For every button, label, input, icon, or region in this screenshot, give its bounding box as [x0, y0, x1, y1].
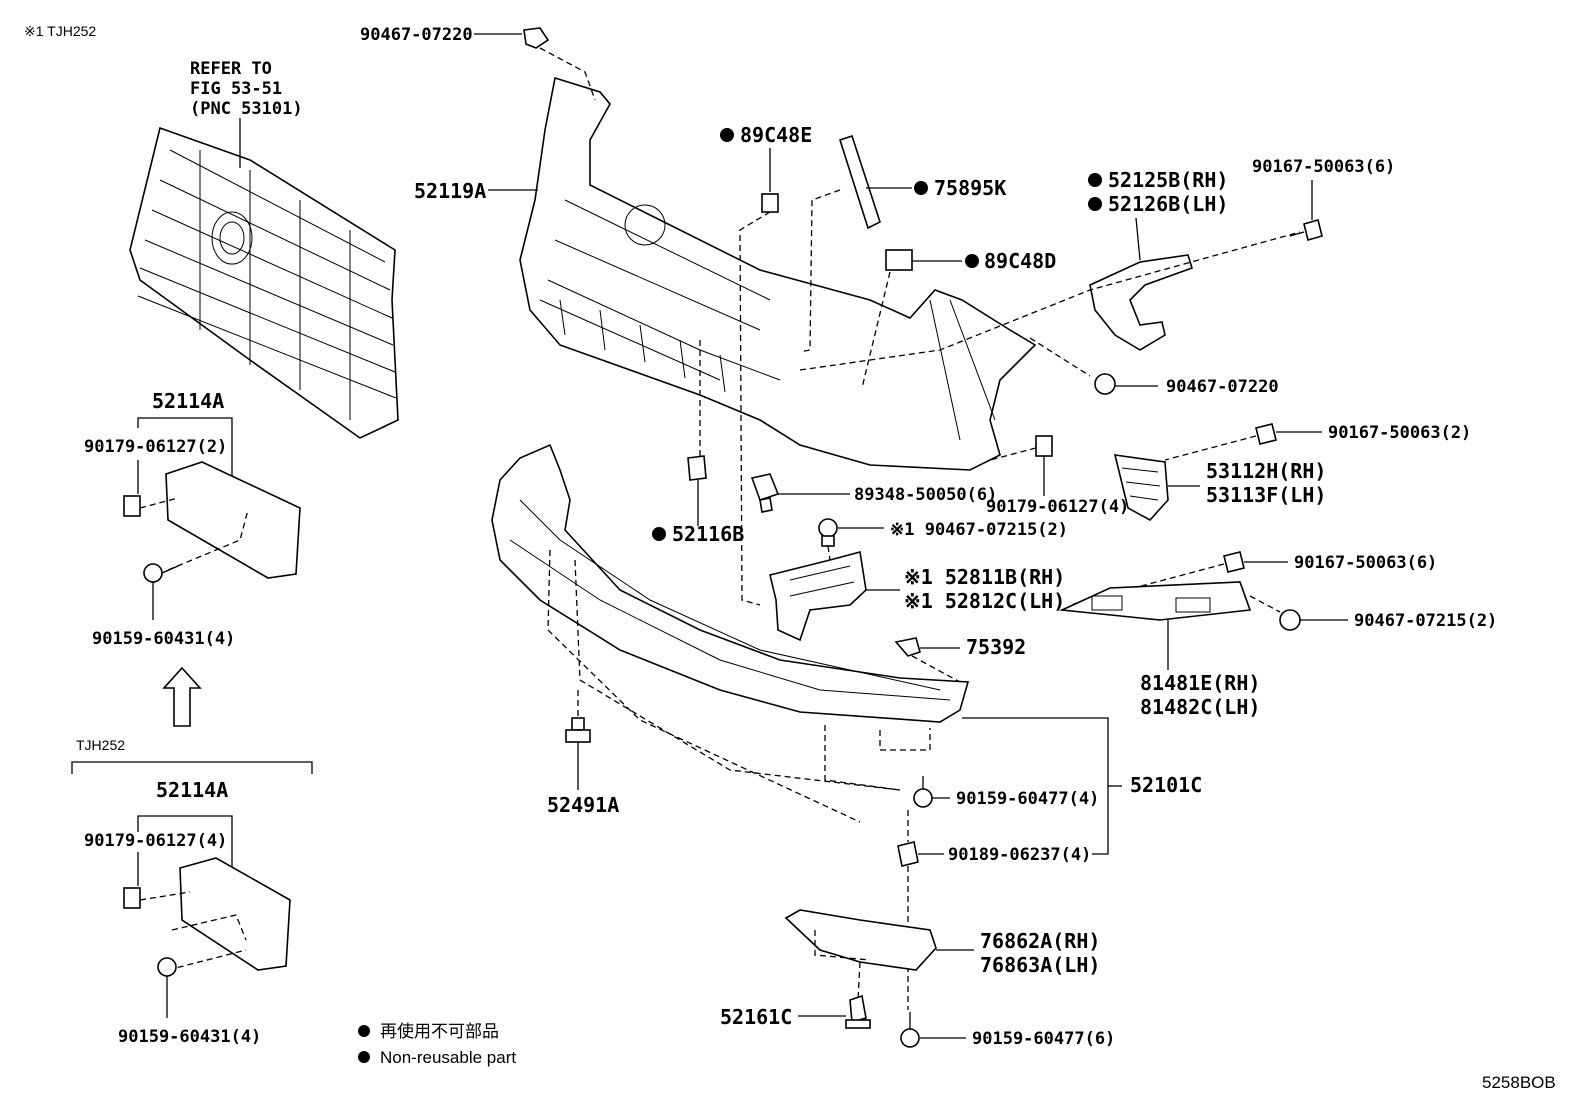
label-90159-60477-4: 90159-60477(4) — [956, 789, 1099, 809]
label-52125B: 52125B(RH) — [1108, 168, 1228, 192]
license-plate-bracket-bot — [123, 857, 291, 971]
nut-90189-06237 — [897, 841, 919, 867]
label-90467-07215-2-b: 90467-07215(2) — [1354, 611, 1497, 631]
label-81482C: 81482C(LH) — [1140, 695, 1260, 719]
label-75392: 75392 — [966, 635, 1026, 659]
part-75392 — [894, 637, 921, 657]
screw-90159-60477-4 — [913, 776, 933, 808]
label-90179-06127-4: 90179-06127(4) — [986, 497, 1129, 517]
figure-code: 5258BOB — [1482, 1073, 1556, 1092]
label-90167-50063-6-top: 90167-50063(6) — [1252, 157, 1395, 177]
seal-75895K — [838, 134, 881, 230]
legend-dot-icon — [358, 1051, 370, 1063]
label-89C48D: 89C48D — [984, 249, 1056, 273]
label-52161C: 52161C — [720, 1005, 792, 1029]
up-arrow-icon — [162, 666, 202, 727]
screw-90159-60477-6 — [900, 1012, 920, 1048]
label-76862A: 76862A(RH) — [980, 929, 1100, 953]
bracket-52811B — [769, 550, 867, 642]
label-89348-50050: 89348-50050(6) — [854, 485, 997, 505]
label-90467-07220-top: 90467-07220 — [360, 25, 473, 45]
label-52114A-top: 52114A — [152, 389, 224, 413]
clip-89C48E — [761, 193, 779, 213]
label-52101C: 52101C — [1130, 773, 1202, 797]
clip-90467-07215-a — [818, 518, 838, 547]
clip-52161C — [845, 994, 871, 1029]
legend-dot-icon — [358, 1025, 370, 1037]
cover-81481E — [1058, 581, 1252, 621]
cover-76862A — [784, 909, 937, 971]
bumper-cover-lower — [491, 443, 970, 723]
label-53113F: 53113F(LH) — [1206, 483, 1326, 507]
cover-53112H — [1113, 454, 1169, 522]
license-plate-bracket-top — [123, 461, 301, 579]
screw-90167-50063-top — [1289, 219, 1323, 241]
label-52119A: 52119A — [414, 179, 486, 203]
bolt-90159-60431-bot — [157, 957, 177, 977]
label-90467-07215-2-a: ※1 90467-07215(2) — [890, 520, 1068, 540]
tjh252-note: ※1 TJH252 — [24, 23, 96, 39]
grille-ref-line1: REFER TO — [190, 59, 272, 79]
label-53112H: 53112H(RH) — [1206, 459, 1326, 483]
label-90159-60431-top: 90159-60431(4) — [92, 629, 235, 649]
bracket-52125B — [1089, 254, 1193, 351]
label-76863A: 76863A(LH) — [980, 953, 1100, 977]
part-52116B — [687, 455, 707, 481]
non-reusable-dot — [965, 254, 979, 268]
grille-ref-line2: FIG 53-51 — [190, 79, 282, 99]
label-52126B: 52126B(LH) — [1108, 192, 1228, 216]
label-89C48E: 89C48E — [740, 123, 812, 147]
label-52812C: ※1 52812C(LH) — [904, 589, 1065, 613]
grille-ref-line3: (PNC 53101) — [190, 99, 303, 119]
non-reusable-dot — [1088, 197, 1102, 211]
label-90179-06127-2: 90179-06127(2) — [84, 437, 227, 457]
radiator-grille — [129, 126, 399, 439]
label-52491A: 52491A — [547, 793, 619, 817]
legend-jp: 再使用不可部品 — [380, 1021, 499, 1041]
clip-90467-07220-top — [523, 27, 550, 49]
clip-89C48D — [885, 249, 913, 271]
non-reusable-dot — [914, 181, 928, 195]
label-90159-60431-bot: 90159-60431(4) — [118, 1027, 261, 1047]
label-52116B: 52116B — [672, 522, 744, 546]
non-reusable-dot — [720, 128, 734, 142]
label-90179-06127-4-bot: 90179-06127(4) — [84, 831, 227, 851]
screw-90167-50063-2 — [1255, 423, 1277, 445]
label-90467-07220-mid: 90467-07220 — [1166, 377, 1279, 397]
clip-90467-07220-mid — [1094, 373, 1116, 395]
screw-90167-50063-mid — [1223, 551, 1245, 573]
label-90167-50063-6-mid: 90167-50063(6) — [1294, 553, 1437, 573]
legend-en: Non-reusable part — [380, 1048, 516, 1067]
tjh252-label: TJH252 — [76, 737, 125, 753]
label-52114A-bot: 52114A — [156, 778, 228, 802]
clip-52491A — [565, 717, 591, 743]
label-90167-50063-2: 90167-50063(2) — [1328, 423, 1471, 443]
label-90159-60477-6: 90159-60477(6) — [972, 1029, 1115, 1049]
label-90189-06237: 90189-06237(4) — [948, 845, 1091, 865]
non-reusable-dot — [1088, 173, 1102, 187]
nut-90179-06127-4 — [1035, 435, 1053, 457]
clip-90467-07215-b — [1279, 609, 1301, 631]
label-81481E: 81481E(RH) — [1140, 671, 1260, 695]
non-reusable-dot — [652, 527, 666, 541]
label-52811B: ※1 52811B(RH) — [904, 565, 1065, 589]
sensor-89348-50050 — [750, 473, 780, 513]
bolt-90159-60431-top — [143, 563, 179, 583]
label-75895K: 75895K — [934, 176, 1006, 200]
